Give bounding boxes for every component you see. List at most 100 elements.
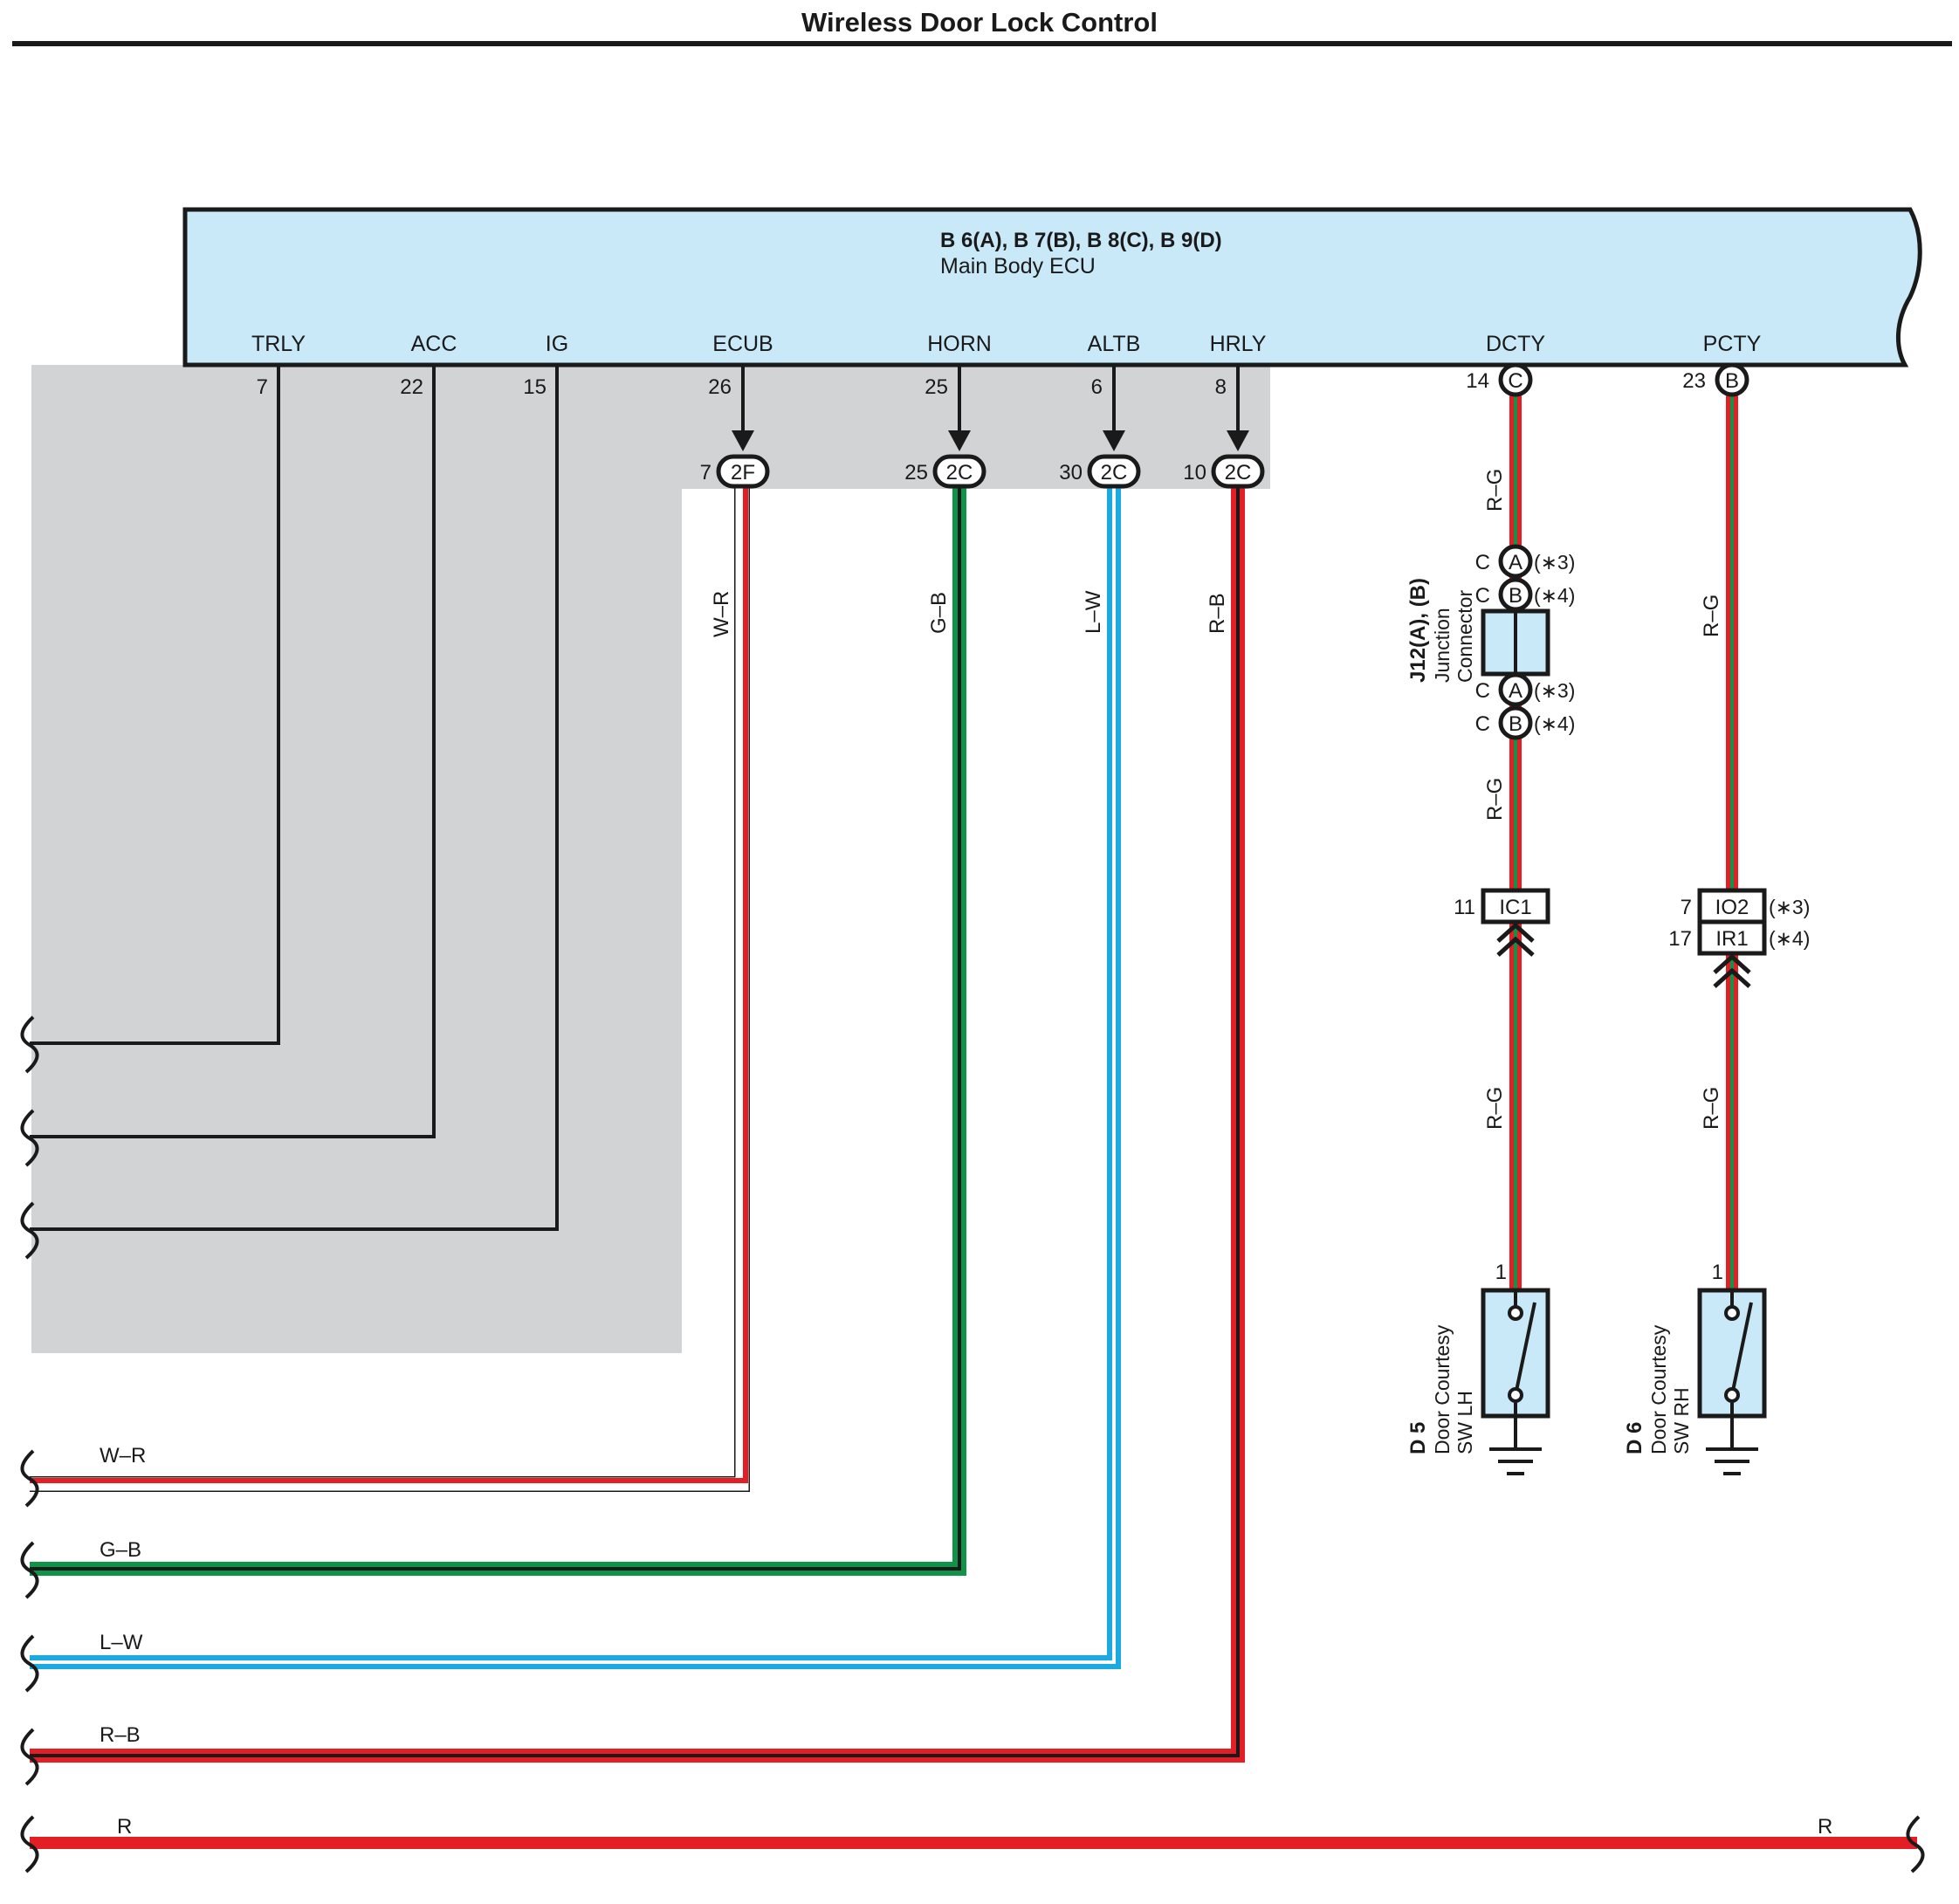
svg-text:17: 17 [1668,927,1692,951]
svg-text:7: 7 [1681,896,1692,919]
pin-num-horn: 25 [925,375,948,399]
j12-label-1: Junction [1431,608,1454,683]
pin-num-dcty: 14 [1466,369,1489,393]
label-w-r-vertical: W–R [710,591,733,637]
pin-name-ig: IG [546,332,568,356]
arrow-hrly [1227,365,1249,451]
pin-num-trly: 7 [257,375,268,399]
switch-d6-label-2: SW RH [1670,1387,1693,1454]
junction-connector-j12: A B A B C C C C (∗3) (∗4) (∗3) (∗4) [1475,544,1575,740]
pin-num-ig: 15 [523,375,546,399]
break-symbols [20,1015,1925,1873]
pin-name-pcty: PCTY [1703,332,1762,356]
pin-name-horn: HORN [927,332,992,356]
svg-text:IC1: IC1 [1499,896,1531,919]
svg-text:2C: 2C [946,461,973,485]
junction-2f-pin: 7 [700,461,711,485]
switch-d5-label-2: SW LH [1454,1391,1476,1454]
label-g-b: G–B [100,1538,141,1562]
svg-text:(∗4): (∗4) [1534,584,1575,607]
switch-d6-label-1: Door Courtesy [1647,1324,1670,1454]
label-r-b: R–B [100,1723,141,1747]
switch-d5-label-1: Door Courtesy [1431,1324,1454,1454]
pin-num-pcty: 23 [1682,369,1706,393]
label-g-b-vertical: G–B [927,592,951,634]
svg-text:(∗3): (∗3) [1534,679,1575,702]
wire-acc [30,365,436,1138]
junction-2f: 2F 7 [700,454,770,489]
switch-d5: 1 [1481,1261,1550,1475]
svg-text:A: A [1509,551,1523,574]
svg-text:C: C [1475,679,1490,703]
junction-2c-horn-pin: 25 [904,461,928,485]
svg-text:IR1: IR1 [1715,927,1748,951]
svg-text:11: 11 [1454,896,1475,919]
pin-num-altb: 6 [1091,375,1103,399]
svg-text:A: A [1509,679,1523,703]
svg-text:2F: 2F [731,461,755,485]
label-w-r: W–R [100,1444,146,1468]
svg-text:IO2: IO2 [1715,896,1749,919]
wire-trly [30,365,280,1045]
connector-ic1: IC1 11 [1454,888,1550,957]
pin-num-acc: 22 [400,375,423,399]
svg-text:C: C [1475,712,1490,736]
svg-text:(∗3): (∗3) [1534,551,1575,574]
pin-name-altb: ALTB [1088,332,1141,356]
ecu-conn-dcty: C [1498,362,1533,397]
svg-text:B: B [1509,712,1523,736]
ecu-conn-pcty: B [1715,362,1749,397]
svg-text:(∗3): (∗3) [1769,896,1810,918]
label-l-w: L–W [100,1631,143,1654]
junction-2c-altb-pin: 30 [1059,461,1083,485]
label-r-g-4: R–G [1700,595,1723,637]
junction-2c-horn: 2C 25 [904,454,986,489]
arrow-altb [1103,365,1125,451]
junction-2c-hrly-pin: 10 [1183,461,1206,485]
pin-name-hrly: HRLY [1210,332,1267,356]
wire-r-b [30,485,1245,1763]
j12-code: J12(A), (B) [1406,578,1430,683]
svg-text:1: 1 [1712,1261,1723,1284]
label-r-b-vertical: R–B [1206,593,1229,634]
shaded-region [31,365,1270,1353]
switch-d6: 1 [1697,1261,1767,1475]
switch-d6-code: D 6 [1623,1422,1646,1454]
junction-2c-altb: 2C 30 [1059,454,1141,489]
pin-name-dcty: DCTY [1486,332,1545,356]
wire-w-r [30,485,750,1492]
svg-text:C: C [1475,584,1490,608]
switch-d5-code: D 5 [1406,1422,1430,1454]
page-title: Wireless Door Lock Control [801,7,1158,38]
wire-l-w [30,485,1121,1669]
wire-g-b [30,485,966,1576]
pin-name-acc: ACC [411,332,457,356]
j12-label-2: Connector [1454,590,1476,683]
pin-name-ecub: ECUB [712,332,773,356]
pin-num-hrly: 8 [1215,375,1227,399]
pin-num-ecub: 26 [708,375,732,399]
pin-name-trly: TRLY [251,332,306,356]
label-l-w-vertical: L–W [1082,590,1105,634]
arrow-horn [948,365,971,451]
svg-text:(∗4): (∗4) [1534,712,1575,735]
svg-text:1: 1 [1495,1261,1507,1284]
ecu-name: Main Body ECU [940,254,1096,278]
connector-io2-ir1: IO2 IR1 7 17 (∗3) (∗4) [1668,888,1810,988]
svg-text:B: B [1725,369,1739,393]
label-r-g-1: R–G [1483,469,1507,512]
label-r-right: R [1818,1815,1832,1839]
svg-text:(∗4): (∗4) [1769,927,1810,950]
label-r-g-5: R–G [1700,1087,1723,1130]
label-r-g-3: R–G [1483,1087,1507,1130]
arrow-ecub [732,365,754,451]
svg-text:2C: 2C [1225,461,1252,485]
label-r-g-2: R–G [1483,778,1507,821]
svg-text:2C: 2C [1101,461,1128,485]
wire-ig [30,365,559,1231]
ecu-connectors: B 6(A), B 7(B), B 8(C), B 9(D) [940,229,1222,252]
junction-2c-hrly: 2C 10 [1183,454,1265,489]
svg-text:C: C [1508,369,1523,393]
svg-text:C: C [1475,551,1490,574]
